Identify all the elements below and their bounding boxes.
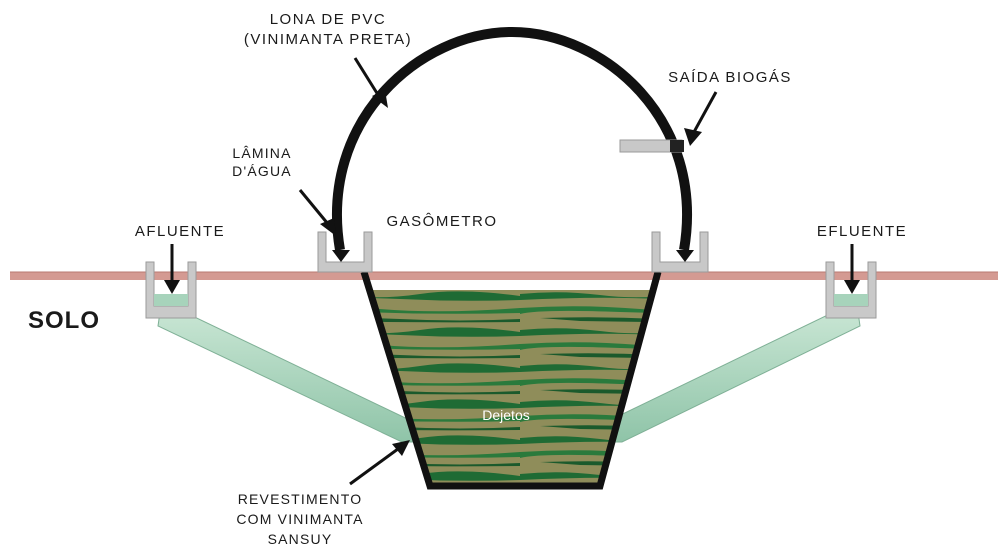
afluente-label: AFLUENTE bbox=[135, 223, 225, 240]
biogas-outlet-pipe bbox=[619, 139, 684, 153]
left-water-seal bbox=[317, 231, 373, 273]
pointer-arrows bbox=[164, 57, 860, 486]
lona-label-line1: LONA DE PVC bbox=[270, 11, 387, 28]
soil-line bbox=[10, 271, 998, 280]
lamina-label-line2: D'ÁGUA bbox=[232, 163, 292, 179]
efluente-label: EFLUENTE bbox=[817, 223, 907, 240]
lamina-label-line1: LÂMINA bbox=[232, 145, 291, 161]
manure-pit bbox=[360, 270, 662, 490]
outlet-box bbox=[825, 261, 877, 319]
dejetos-label: Dejetos bbox=[482, 407, 529, 423]
revestimento-label-line3: SANSUY bbox=[268, 531, 333, 547]
inlet-box bbox=[145, 261, 197, 319]
revestimento-label-line2: COM VINIMANTA bbox=[236, 511, 363, 527]
revestimento-label-line1: REVESTIMENTO bbox=[238, 491, 363, 507]
solo-label: SOLO bbox=[28, 307, 100, 334]
right-water-seal bbox=[651, 231, 709, 273]
lona-label-line2: (VINIMANTA PRETA) bbox=[244, 31, 412, 48]
saida-biogas-label: SAÍDA BIOGÁS bbox=[668, 69, 792, 86]
gasometro-label: GASÔMETRO bbox=[386, 213, 497, 230]
